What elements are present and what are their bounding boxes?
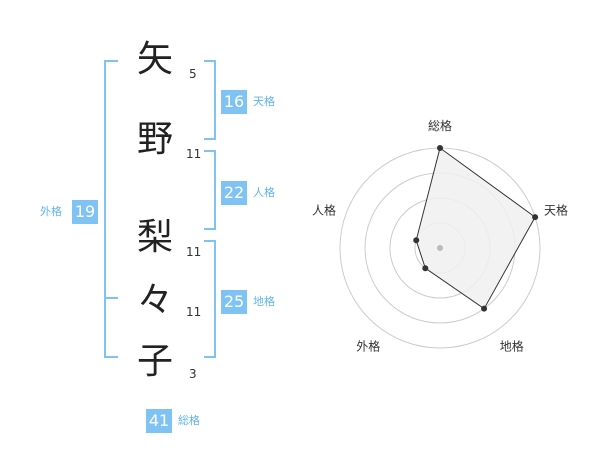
radar-axis-label-5: 人格 bbox=[312, 202, 336, 217]
gaikaku-bracket-tick bbox=[104, 297, 118, 299]
radar-point-1 bbox=[437, 145, 443, 151]
name-char-4: 々 bbox=[136, 280, 173, 321]
radar-axis-label-2: 天格 bbox=[544, 202, 568, 217]
radar-point-2 bbox=[532, 214, 539, 221]
radar-axis-label-3: 地格 bbox=[500, 339, 524, 354]
stroke-count-2: 11 bbox=[186, 147, 202, 161]
radar-center-dot bbox=[437, 245, 443, 251]
gaikaku-value-badge: 19 bbox=[72, 200, 98, 224]
radar-point-5 bbox=[413, 237, 420, 244]
radar-point-3 bbox=[481, 305, 488, 312]
soukaku-value-badge: 41 bbox=[146, 409, 172, 433]
name-char-3: 梨 bbox=[136, 217, 173, 258]
gaikaku-bracket bbox=[104, 60, 118, 358]
gaikaku-label: 外格 bbox=[40, 205, 62, 218]
chikaku-bracket bbox=[204, 240, 216, 358]
radar-points bbox=[413, 145, 539, 312]
stroke-count-4: 11 bbox=[186, 305, 202, 319]
radar-axis-label-4: 外格 bbox=[356, 339, 380, 354]
stroke-count-5: 3 bbox=[189, 367, 197, 381]
soukaku-label: 総格 bbox=[178, 414, 200, 427]
stroke-count-3: 11 bbox=[186, 245, 202, 259]
stroke-count-1: 5 bbox=[189, 67, 197, 81]
radar-point-4 bbox=[422, 265, 429, 272]
name-char-2: 野 bbox=[136, 119, 173, 160]
jinkaku-label: 人格 bbox=[253, 186, 275, 199]
radar-area bbox=[415, 147, 536, 310]
tenkaku-label: 天格 bbox=[253, 95, 275, 108]
name-char-1: 矢 bbox=[136, 39, 173, 80]
chikaku-label: 地格 bbox=[253, 295, 275, 308]
name-char-5: 子 bbox=[136, 341, 173, 382]
chikaku-value-badge: 25 bbox=[221, 290, 247, 314]
tenkaku-bracket bbox=[204, 60, 216, 140]
tenkaku-value-badge: 16 bbox=[221, 90, 247, 114]
jinkaku-bracket bbox=[204, 150, 216, 230]
jinkaku-value-badge: 22 bbox=[221, 181, 247, 205]
radar-axis-label-1: 総格 bbox=[428, 118, 452, 133]
